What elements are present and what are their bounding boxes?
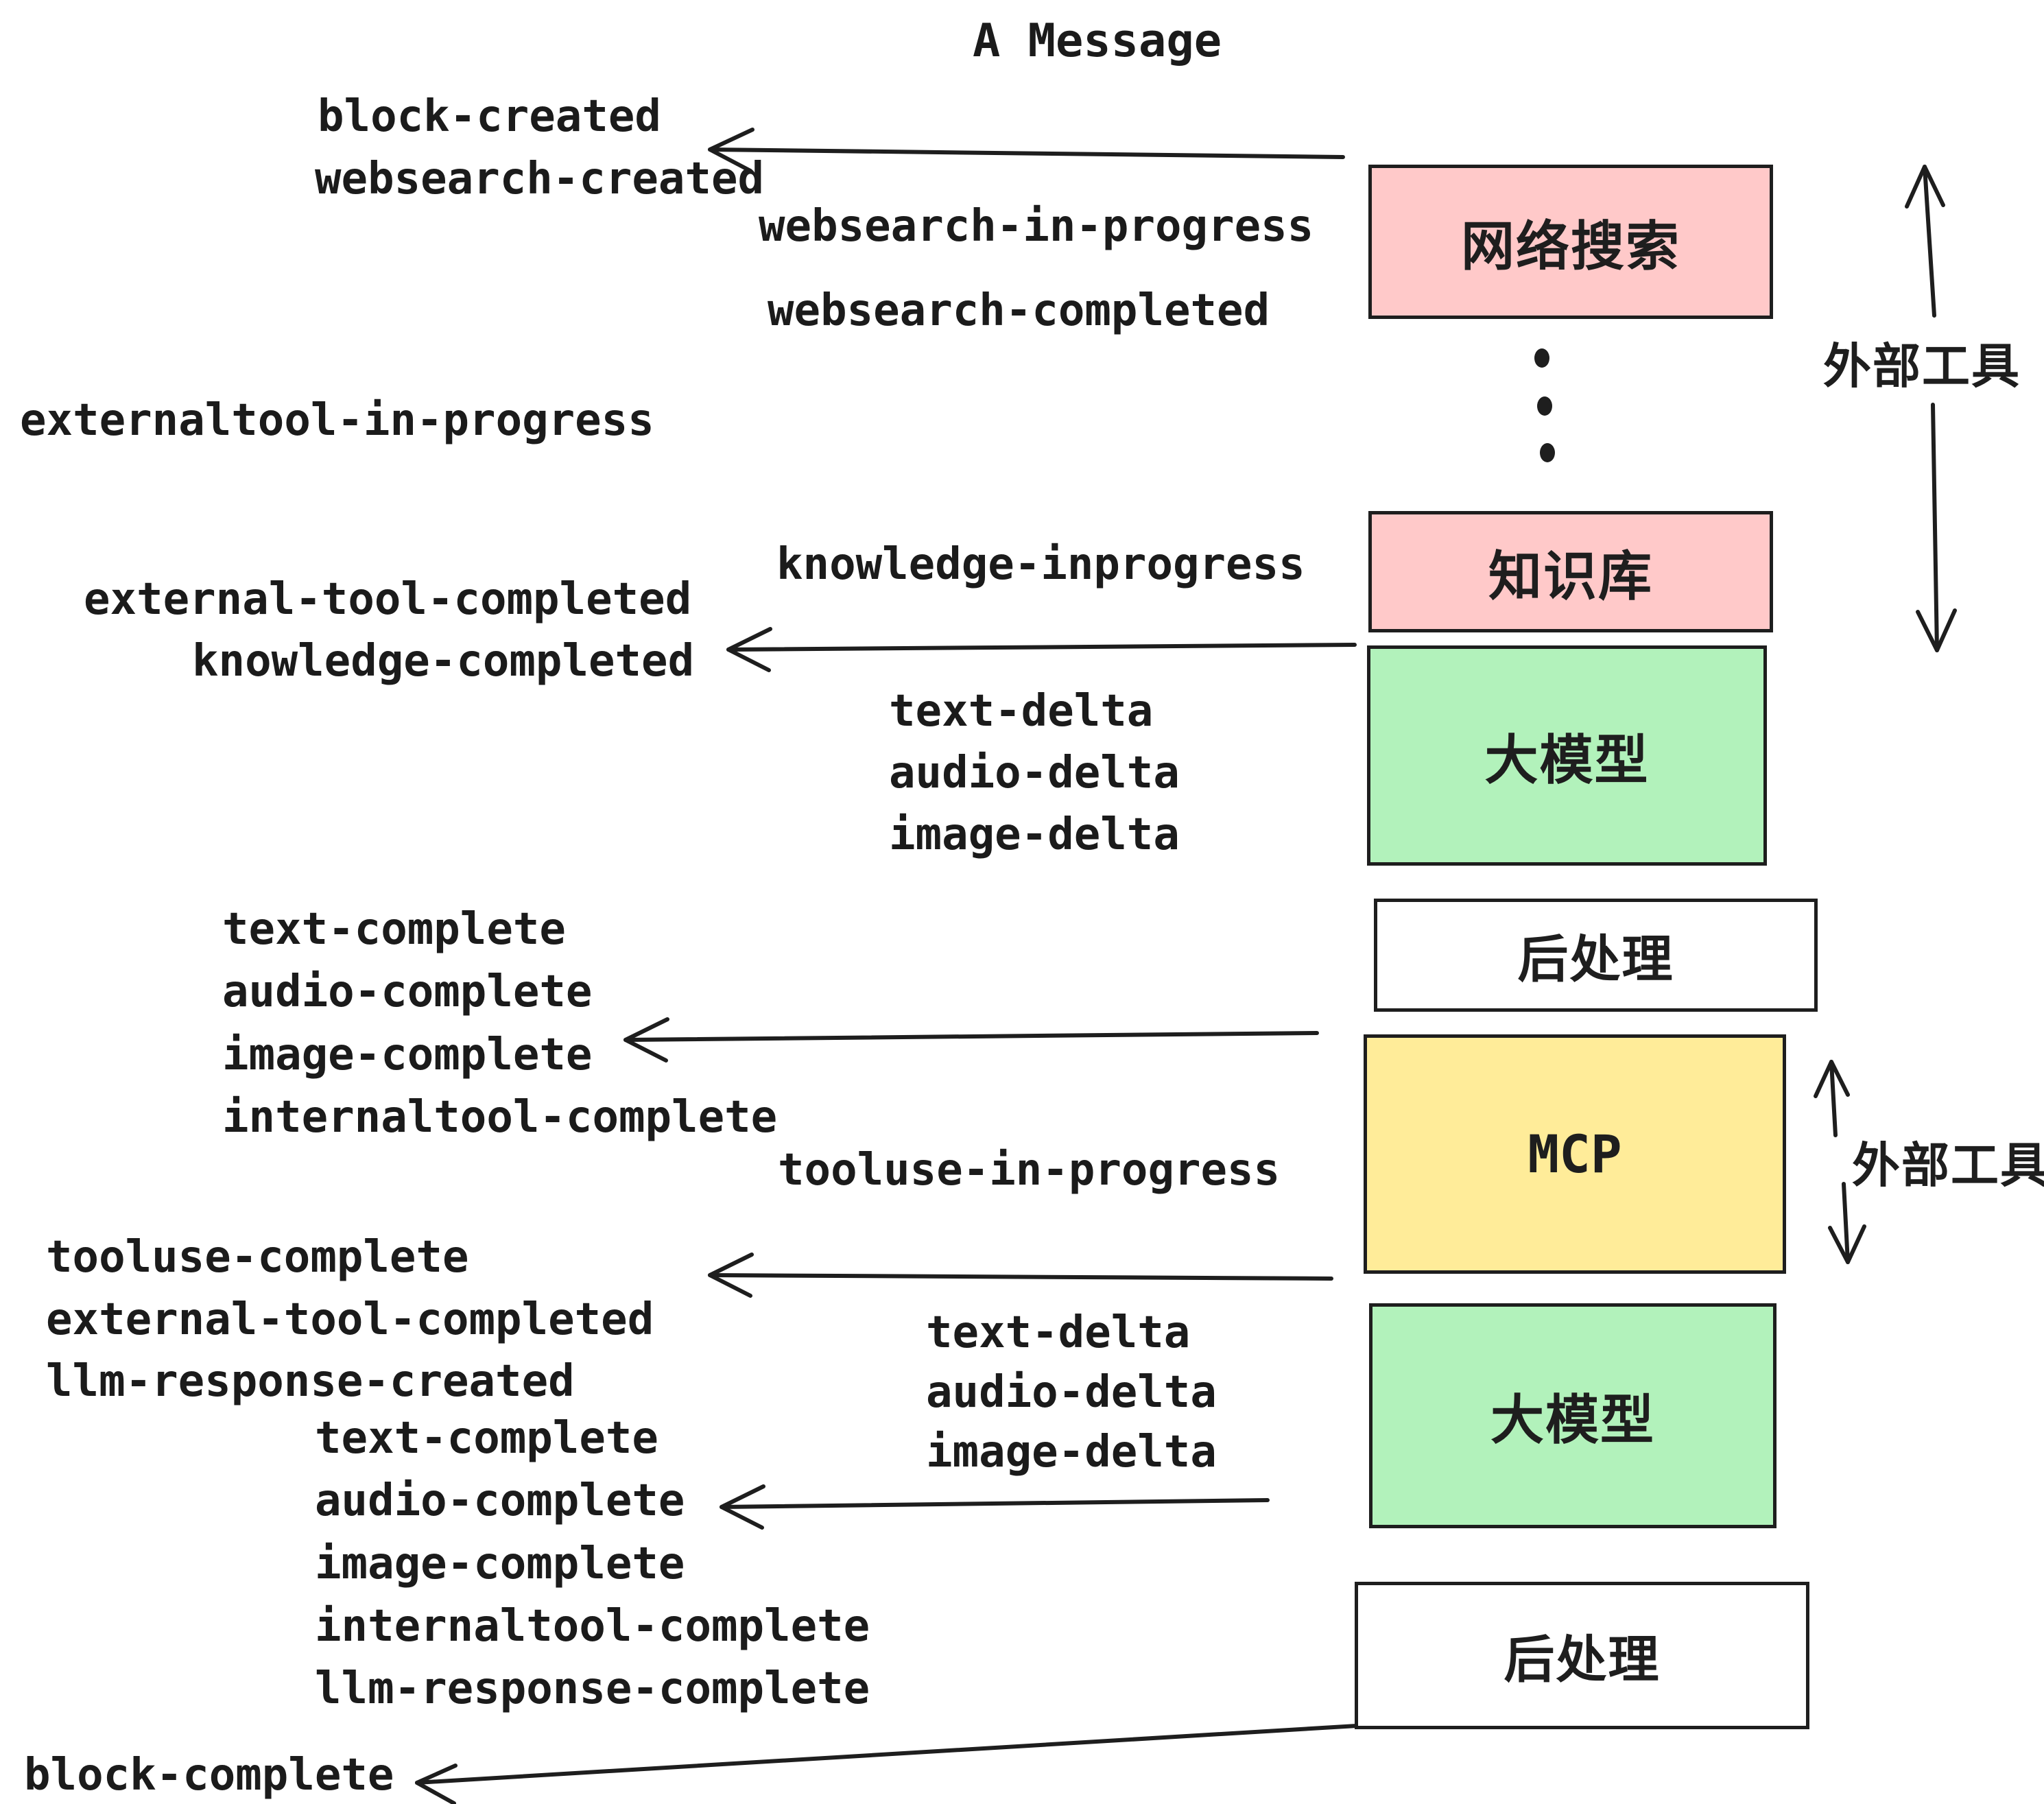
event-label-websearch-created: websearch-created	[315, 154, 765, 204]
event-label-internaltool-complete-1: internaltool-complete	[222, 1092, 778, 1143]
ellipsis-dots	[1534, 348, 1555, 462]
arrow-block-created	[708, 128, 1345, 173]
event-label-image-complete-1: image-complete	[222, 1030, 593, 1080]
node-websearch: 网络搜索	[1368, 165, 1773, 319]
node-knowledge: 知识库	[1368, 511, 1773, 632]
event-label-external-tool-completed: external-tool-completed	[84, 574, 692, 625]
event-label-tooluse-in-progress: tooluse-in-progress	[778, 1145, 1281, 1196]
event-label-audio-complete-1: audio-complete	[222, 966, 593, 1017]
event-label-tooluse-complete: tooluse-complete	[46, 1232, 469, 1283]
arrow-tooluse-complete	[708, 1253, 1333, 1298]
event-label-audio-delta-1: audio-delta	[889, 748, 1180, 798]
external-tools-label-1: 外部工具	[1823, 338, 2021, 394]
event-label-text-complete-2: text-complete	[315, 1413, 658, 1464]
event-label-llm-response-created: llm-response-created	[46, 1356, 575, 1407]
external-tools-span-2-up-arrow	[1814, 1060, 1850, 1137]
event-label-text-delta-2: text-delta	[926, 1307, 1191, 1358]
event-label-image-complete-2: image-complete	[315, 1539, 685, 1589]
node-postprocess-2: 后处理	[1355, 1582, 1809, 1729]
node-mcp: MCP	[1364, 1034, 1786, 1274]
node-llm-1: 大模型	[1367, 645, 1767, 866]
event-label-audio-complete-2: audio-complete	[315, 1475, 685, 1526]
event-label-block-created: block-created	[318, 91, 661, 142]
event-label-audio-delta-2: audio-delta	[926, 1367, 1217, 1418]
event-label-websearch-in-progress: websearch-in-progress	[759, 201, 1314, 252]
arrow-knowledge-completed	[726, 627, 1357, 672]
event-label-external-tool-completed-2: external-tool-completed	[46, 1294, 654, 1345]
event-label-internaltool-complete-2: internaltool-complete	[315, 1601, 870, 1652]
event-label-image-delta-1: image-delta	[889, 809, 1180, 860]
external-tools-span-1-down-arrow	[1916, 403, 1957, 652]
event-label-block-complete: block-complete	[24, 1750, 394, 1801]
external-tools-span-2-down-arrow	[1828, 1182, 1866, 1264]
event-label-knowledge-completed: knowledge-completed	[192, 636, 695, 687]
arrow-block-complete	[415, 1724, 1359, 1804]
arrow-image-complete	[623, 1017, 1319, 1063]
event-label-externaltool-in-progress: externaltool-in-progress	[20, 395, 654, 446]
external-tools-label-2: 外部工具	[1852, 1137, 2044, 1194]
event-label-text-delta-1: text-delta	[889, 686, 1154, 737]
diagram-title: A Message	[973, 14, 1222, 67]
node-postprocess-1: 后处理	[1374, 899, 1818, 1012]
event-label-websearch-completed: websearch-completed	[768, 285, 1270, 336]
event-label-llm-response-complete: llm-response-complete	[315, 1663, 870, 1714]
event-label-image-delta-2: image-delta	[926, 1427, 1217, 1477]
arrow-audio-complete	[720, 1484, 1270, 1530]
event-label-text-complete-1: text-complete	[222, 904, 566, 955]
external-tools-span-1-up-arrow	[1905, 165, 1945, 318]
event-label-knowledge-inprogress: knowledge-inprogress	[776, 539, 1305, 590]
node-llm-2: 大模型	[1369, 1303, 1776, 1528]
